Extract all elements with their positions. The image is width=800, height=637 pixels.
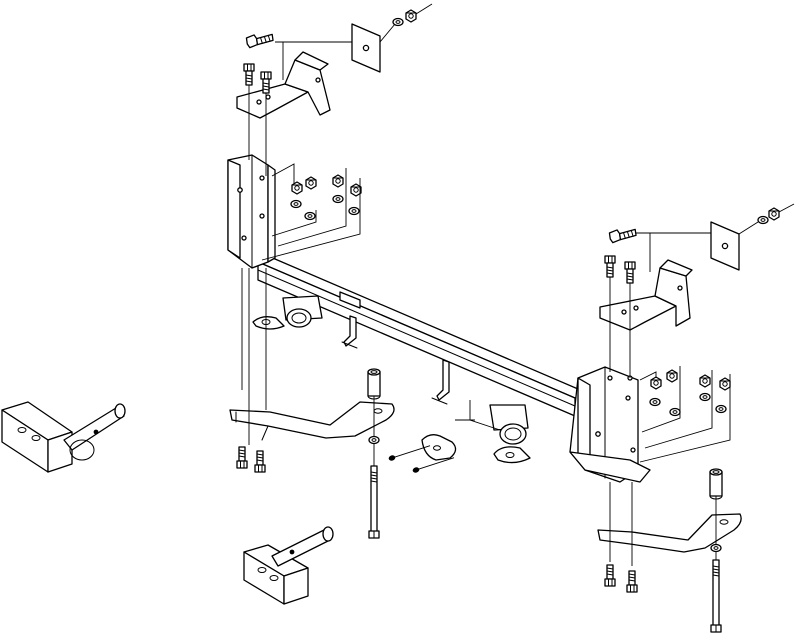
hitch-pin bbox=[271, 526, 334, 567]
lock-washer bbox=[290, 17, 769, 553]
hitch-crossbar bbox=[257, 255, 586, 417]
safety-chain-plate bbox=[421, 434, 457, 461]
left-upper-bracket bbox=[236, 51, 331, 119]
left-side-mounting-bracket bbox=[227, 154, 276, 269]
right-upper-bracket bbox=[599, 259, 693, 331]
right-side-mounting-bracket bbox=[569, 366, 651, 483]
receiver-tube bbox=[252, 295, 531, 464]
right-lower-support-strap bbox=[597, 513, 742, 553]
ball-mount-shank bbox=[1, 401, 73, 473]
hex-nut bbox=[291, 9, 780, 391]
left-lower-support-strap bbox=[229, 401, 395, 441]
hitch-pin-and-clip bbox=[63, 403, 126, 461]
assembly-leader-lines bbox=[241, 3, 795, 566]
chain-plate-bolts bbox=[388, 400, 501, 473]
